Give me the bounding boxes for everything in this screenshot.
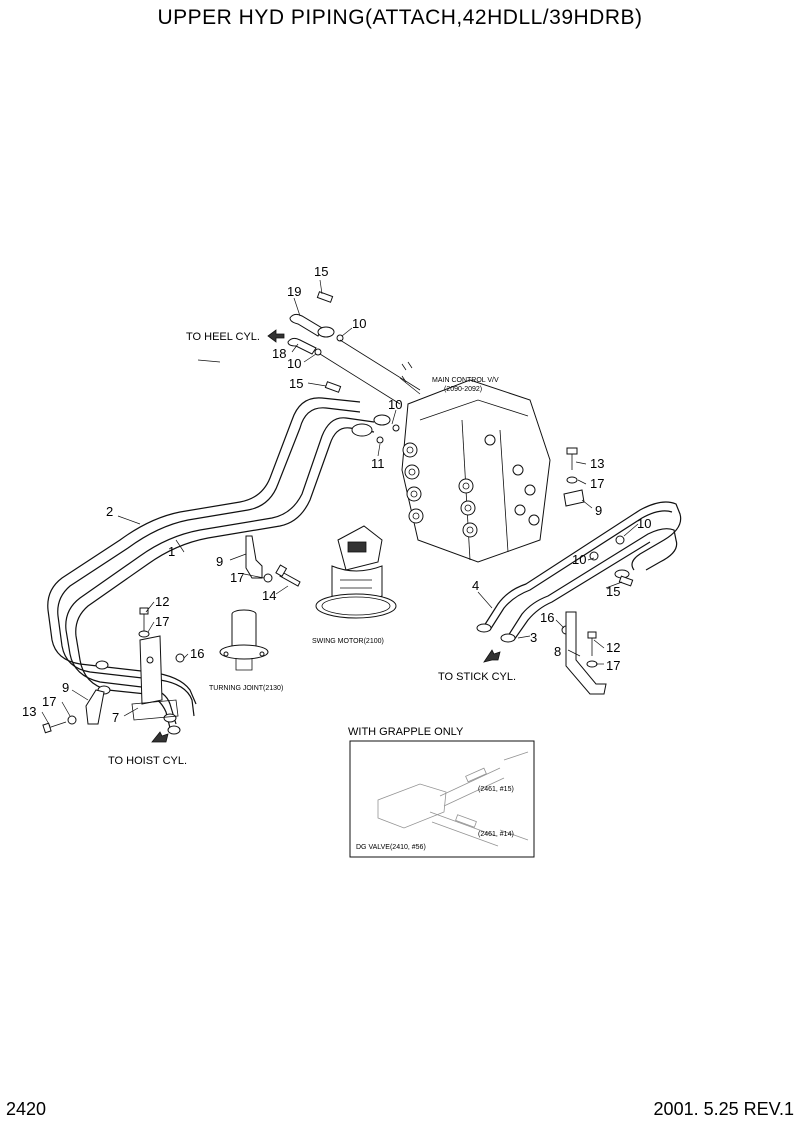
diagram-labels: TO HEEL CYL. MAIN CONTROL V/V (2090-2092… xyxy=(108,331,516,767)
callout-17: 17 xyxy=(42,694,56,709)
callout-10: 10 xyxy=(352,316,366,331)
inset-ref-15: (2461, #15) xyxy=(478,786,514,793)
arrow-to-hoist-icon xyxy=(151,731,169,743)
inset-grapple: WITH GRAPPLE ONLY (2461, #15) (2461, #14… xyxy=(348,726,535,858)
nut-16-left xyxy=(175,653,185,663)
swing-motor xyxy=(315,525,397,619)
bracket-9-center xyxy=(245,535,273,583)
inset-drawing xyxy=(377,751,529,847)
callout-9: 9 xyxy=(62,680,69,695)
label-to-hoist-cyl: TO HOIST CYL. xyxy=(108,755,187,767)
arrow-icons xyxy=(151,329,501,743)
bolt-12-left xyxy=(138,607,150,638)
callout-17: 17 xyxy=(155,614,169,629)
main-control-valve xyxy=(401,379,551,563)
page-number: 2420 xyxy=(6,1099,47,1119)
heel-fittings xyxy=(287,291,421,444)
callout-7: 7 xyxy=(112,710,119,725)
callout-4: 4 xyxy=(472,578,479,593)
callout-9: 9 xyxy=(216,554,223,569)
label-main-control-valve: MAIN CONTROL V/V xyxy=(432,377,499,384)
hoist-fittings xyxy=(95,660,181,735)
label-to-heel-cyl: TO HEEL CYL. xyxy=(186,331,260,343)
callout-1: 1 xyxy=(168,544,175,559)
callout-10: 10 xyxy=(572,552,586,567)
page-title: UPPER HYD PIPING(ATTACH,42HDLL/39HDRB) xyxy=(157,6,643,29)
callout-17: 17 xyxy=(590,476,604,491)
valve-spools xyxy=(402,434,540,538)
callout-11: 11 xyxy=(371,456,385,471)
callout-15: 15 xyxy=(289,376,303,391)
callout-16: 16 xyxy=(190,646,204,661)
inset-ref-14: (2461, #14) xyxy=(478,831,514,838)
callout-13: 13 xyxy=(22,704,36,719)
part-numbers: 15 19 10 18 10 15 10 11 13 17 9 10 10 15… xyxy=(22,264,651,725)
leader-lines xyxy=(41,279,639,727)
callout-17: 17 xyxy=(230,570,244,585)
callout-8: 8 xyxy=(554,644,561,659)
inset-dg-valve: DG VALVE(2410, #56) xyxy=(356,844,426,851)
pipe-assembly-left xyxy=(47,397,375,729)
bolt-14 xyxy=(275,564,301,587)
label-turning-joint: TURNING JOINT(2130) xyxy=(209,685,283,692)
callout-16: 16 xyxy=(540,610,554,625)
callout-2: 2 xyxy=(106,504,113,519)
callout-9: 9 xyxy=(595,503,602,518)
bracket-9-left xyxy=(67,689,105,725)
turning-joint xyxy=(219,609,269,671)
inset-title: WITH GRAPPLE ONLY xyxy=(348,726,464,738)
label-main-control-valve-ref: (2090-2092) xyxy=(444,386,482,393)
pipe-assembly-right xyxy=(476,501,682,643)
arrow-to-heel-icon xyxy=(267,329,285,343)
callout-10: 10 xyxy=(287,356,301,371)
callout-13: 13 xyxy=(590,456,604,471)
callout-17: 17 xyxy=(606,658,620,673)
label-to-stick-cyl: TO STICK CYL. xyxy=(438,671,516,683)
callout-10: 10 xyxy=(637,516,651,531)
callout-10: 10 xyxy=(388,397,402,412)
callout-14: 14 xyxy=(262,588,276,603)
callout-12: 12 xyxy=(155,594,169,609)
right-hardware xyxy=(561,447,634,695)
revision-date: 2001. 5.25 REV.1 xyxy=(653,1099,794,1119)
callout-18: 18 xyxy=(272,346,286,361)
callout-19: 19 xyxy=(287,284,301,299)
clamp-7 xyxy=(131,635,179,721)
label-swing-motor: SWING MOTOR(2100) xyxy=(312,638,384,645)
bolt-13-left xyxy=(42,721,67,734)
callout-15: 15 xyxy=(314,264,328,279)
arrow-to-stick-icon xyxy=(483,649,501,663)
inset-frame xyxy=(349,740,535,858)
callout-3: 3 xyxy=(530,630,537,645)
callout-15: 15 xyxy=(606,584,620,599)
callout-12: 12 xyxy=(606,640,620,655)
